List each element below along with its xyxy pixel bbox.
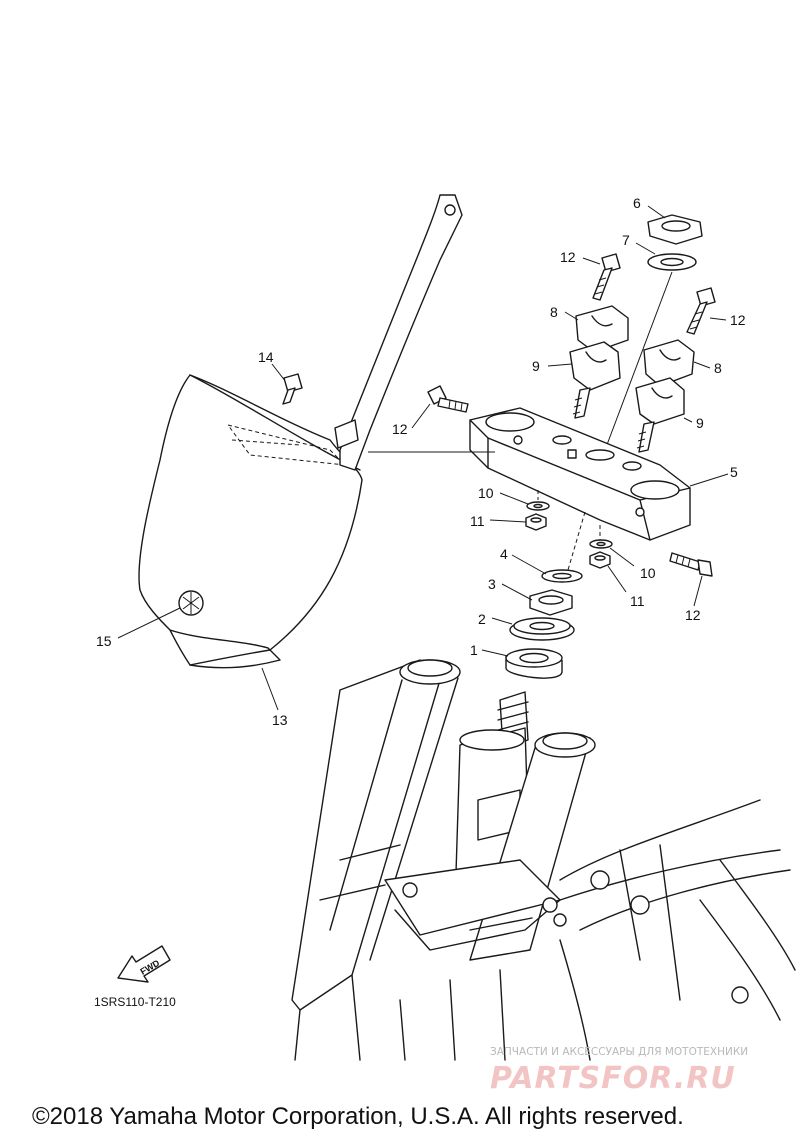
watermark-logo: PARTSFOR.RU	[490, 1061, 736, 1096]
watermark-subtitle: ЗАПЧАСТИ И АКСЕССУАРЫ ДЛЯ МОТОТЕХНИКИ	[490, 1046, 748, 1058]
part-5-upper-bracket	[469, 407, 691, 541]
fwd-arrow: FWD	[117, 945, 171, 983]
callout-4: 4	[500, 546, 508, 562]
callout-15: 15	[96, 633, 112, 649]
callout-labels: 6 7 12 8 9 12 8 9 12 5 10 11 10 11 12 4 …	[96, 195, 746, 728]
number-plate	[138, 374, 363, 669]
plate-mounting-strap	[334, 194, 463, 471]
part-12-bolt-right	[686, 287, 716, 335]
callout-10: 10	[478, 485, 494, 501]
part-4-washer	[541, 569, 583, 583]
part-9-holder-right	[635, 377, 685, 453]
callout-9: 9	[532, 358, 540, 374]
part-2-seal	[509, 617, 575, 641]
callout-11: 11	[470, 513, 485, 529]
callout-6: 6	[633, 195, 641, 211]
front-fork-assembly	[291, 659, 796, 1061]
part-6-nut	[647, 214, 703, 245]
part-12-bolt-lower	[669, 552, 713, 577]
diagram-code: 1SRS110-T210	[94, 995, 176, 1009]
callout-12: 12	[730, 312, 746, 328]
callout-2: 2	[478, 611, 486, 627]
callout-7: 7	[622, 232, 630, 248]
part-10-washer-left	[526, 501, 550, 511]
part-11-nut-left	[525, 513, 547, 531]
callout-8: 8	[714, 360, 722, 376]
callout-1: 1	[470, 642, 478, 658]
callout-10: 10	[640, 565, 656, 581]
part-3-ring-nut	[529, 589, 573, 616]
part-8-holder-right	[643, 339, 695, 387]
part-9-holder-left	[569, 341, 621, 419]
callout-12: 12	[560, 249, 576, 265]
callout-5: 5	[730, 464, 738, 480]
callout-3: 3	[488, 576, 496, 592]
callout-9: 9	[696, 415, 704, 431]
callout-11: 11	[630, 593, 645, 609]
part-11-nut-right	[589, 551, 611, 569]
part-12-bolt-top	[592, 253, 621, 301]
part-12-bolt-left	[427, 385, 469, 413]
part-1-bearing	[505, 648, 563, 679]
part-8-holder-left	[575, 305, 629, 353]
part-10-washer-right	[589, 539, 613, 549]
callout-8: 8	[550, 304, 558, 320]
watermark: ЗАПЧАСТИ И АКСЕССУАРЫ ДЛЯ МОТОТЕХНИКИ PA…	[490, 1046, 748, 1096]
callout-14: 14	[258, 349, 274, 365]
callout-12: 12	[392, 421, 408, 437]
part-7-washer	[647, 253, 697, 271]
centre-line	[604, 271, 673, 451]
callout-13: 13	[272, 712, 288, 728]
copyright-notice: ©2018 Yamaha Motor Corporation, U.S.A. A…	[32, 1103, 684, 1130]
guide-line	[567, 511, 586, 571]
callout-12: 12	[685, 607, 701, 623]
part-14-bolt	[282, 373, 303, 405]
